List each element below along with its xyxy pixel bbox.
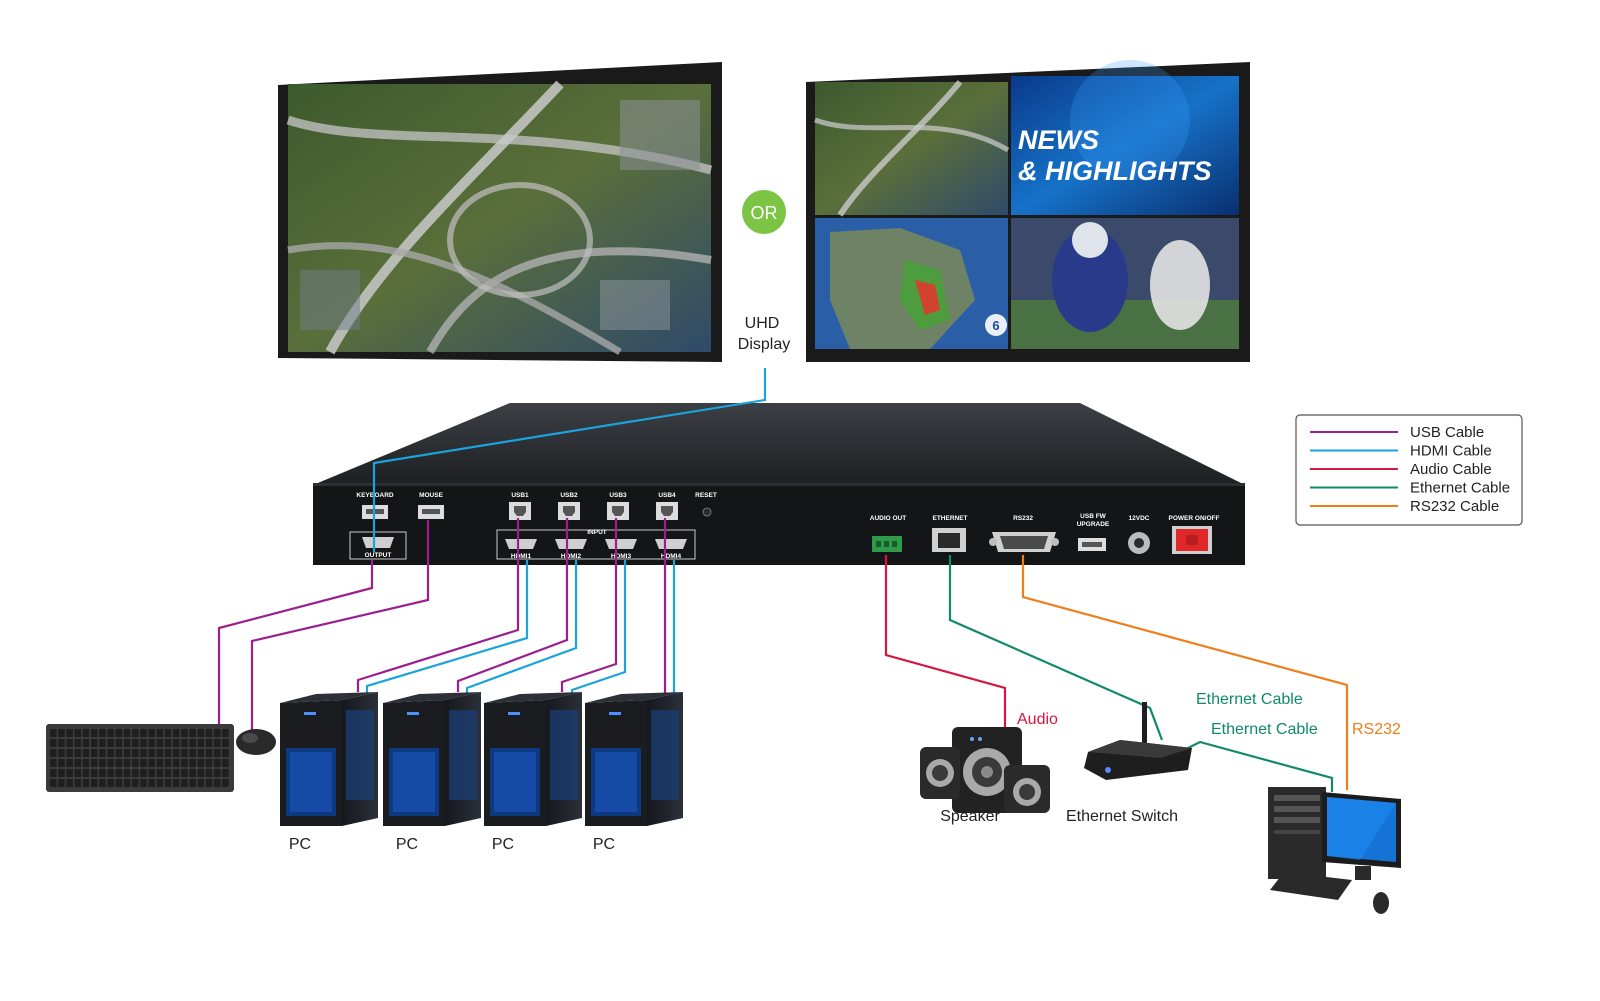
legend-label: HDMI Cable <box>1410 443 1492 460</box>
port-label-power: POWER ON/OFF <box>1169 515 1220 522</box>
port-label-hdmi1: HDMI1 <box>511 553 532 560</box>
ethernet-cable-label-1: Ethernet Cable <box>1196 691 1303 708</box>
hdmi-input-port-3 <box>605 539 637 549</box>
port-label-usb2: USB2 <box>560 492 578 499</box>
news-line2: & HIGHLIGHTS <box>1018 156 1212 186</box>
ethernet-switch-label: Ethernet Switch <box>1066 808 1178 825</box>
keyboard-device <box>46 724 234 792</box>
port-label-hdmi3: HDMI3 <box>611 553 632 560</box>
pc-label-1: PC <box>289 836 311 853</box>
port-label-hdmi2: HDMI2 <box>561 553 582 560</box>
port-label-usb-fw-2: UPGRADE <box>1077 521 1110 528</box>
hdmi-cable-pc3 <box>570 560 627 694</box>
ethernet-switch-device <box>1084 702 1192 780</box>
port-label-input: INPUT <box>587 529 607 536</box>
news-line1: NEWS <box>1018 125 1099 155</box>
multiviewer-kvm-device: KEYBOARD MOUSE OUTPUT USB1 USB2 USB3 USB4 R… <box>313 403 1245 565</box>
port-label-reset: RESET <box>695 492 717 499</box>
desktop-computer <box>1268 787 1401 914</box>
rs232-cable-label: RS232 <box>1352 721 1401 738</box>
pc-tower-4 <box>585 692 683 826</box>
uhd-display-quad: NEWS & HIGHLIGHTS 6 <box>806 60 1250 362</box>
computer-mouse <box>1373 892 1389 914</box>
or-label: OR <box>751 203 778 223</box>
reset-button <box>702 507 712 517</box>
port-label-12vdc: 12VDC <box>1129 515 1150 522</box>
hdmi-input-port-2 <box>555 539 587 549</box>
hdmi-cable-to-display <box>372 368 767 552</box>
legend-label: USB Cable <box>1410 424 1484 441</box>
ethernet-cable-label-2: Ethernet Cable <box>1211 721 1318 738</box>
port-label-usb3: USB3 <box>609 492 627 499</box>
legend-label: Ethernet Cable <box>1410 480 1510 497</box>
channel-badge: 6 <box>992 318 999 333</box>
pc-tower-1 <box>280 692 378 826</box>
hdmi-output-port <box>362 537 394 548</box>
ethernet-cable-to-switch <box>948 555 1164 741</box>
computer-keyboard <box>1270 872 1352 900</box>
port-label-output: OUTPUT <box>365 552 392 559</box>
rs232-cable <box>1021 555 1349 790</box>
port-label-usb4: USB4 <box>658 492 676 499</box>
hdmi-cable-pc1 <box>365 560 529 694</box>
usb-cable-keyboard <box>217 560 374 724</box>
pc-label-3: PC <box>492 836 514 853</box>
legend-label: RS232 Cable <box>1410 498 1499 515</box>
hdmi-input-port-1 <box>505 539 537 549</box>
hdmi-cable-pc2 <box>465 560 578 694</box>
audio-cable <box>884 555 1007 740</box>
cables <box>217 368 1349 792</box>
port-label-usb-fw-1: USB FW <box>1080 513 1107 520</box>
usb-cable-pc1 <box>356 518 520 692</box>
speaker-device <box>920 727 1050 813</box>
audio-cable-label: Audio <box>1017 711 1058 728</box>
legend-label: Audio Cable <box>1410 461 1492 478</box>
pc-tower-3 <box>484 692 582 826</box>
port-label-usb1: USB1 <box>511 492 529 499</box>
news-tile <box>1011 76 1239 215</box>
port-label-rs232: RS232 <box>1013 515 1033 522</box>
pc-label-4: PC <box>593 836 615 853</box>
mouse-device <box>236 729 276 755</box>
pc-tower-2 <box>383 692 481 826</box>
port-label-keyboard: KEYBOARD <box>356 492 394 499</box>
uhd-label-line1: UHD <box>745 315 780 332</box>
usb-cable-pc3 <box>560 518 618 692</box>
uhd-display-single <box>278 62 722 362</box>
hdmi-input-port-4 <box>655 539 687 549</box>
port-label-mouse: MOUSE <box>419 492 444 499</box>
uhd-label-line2: Display <box>738 336 790 353</box>
port-label-ethernet: ETHERNET <box>932 515 967 522</box>
port-label-hdmi4: HDMI4 <box>661 553 682 560</box>
port-label-audio-out: AUDIO OUT <box>870 515 907 522</box>
usb-cable-pc2 <box>456 518 569 692</box>
ethernet-cable-to-computer <box>1179 740 1334 792</box>
or-badge: OR <box>742 190 786 234</box>
pc-label-2: PC <box>396 836 418 853</box>
speaker-label: Speaker <box>940 808 1000 825</box>
usb-cable-mouse <box>250 520 430 734</box>
